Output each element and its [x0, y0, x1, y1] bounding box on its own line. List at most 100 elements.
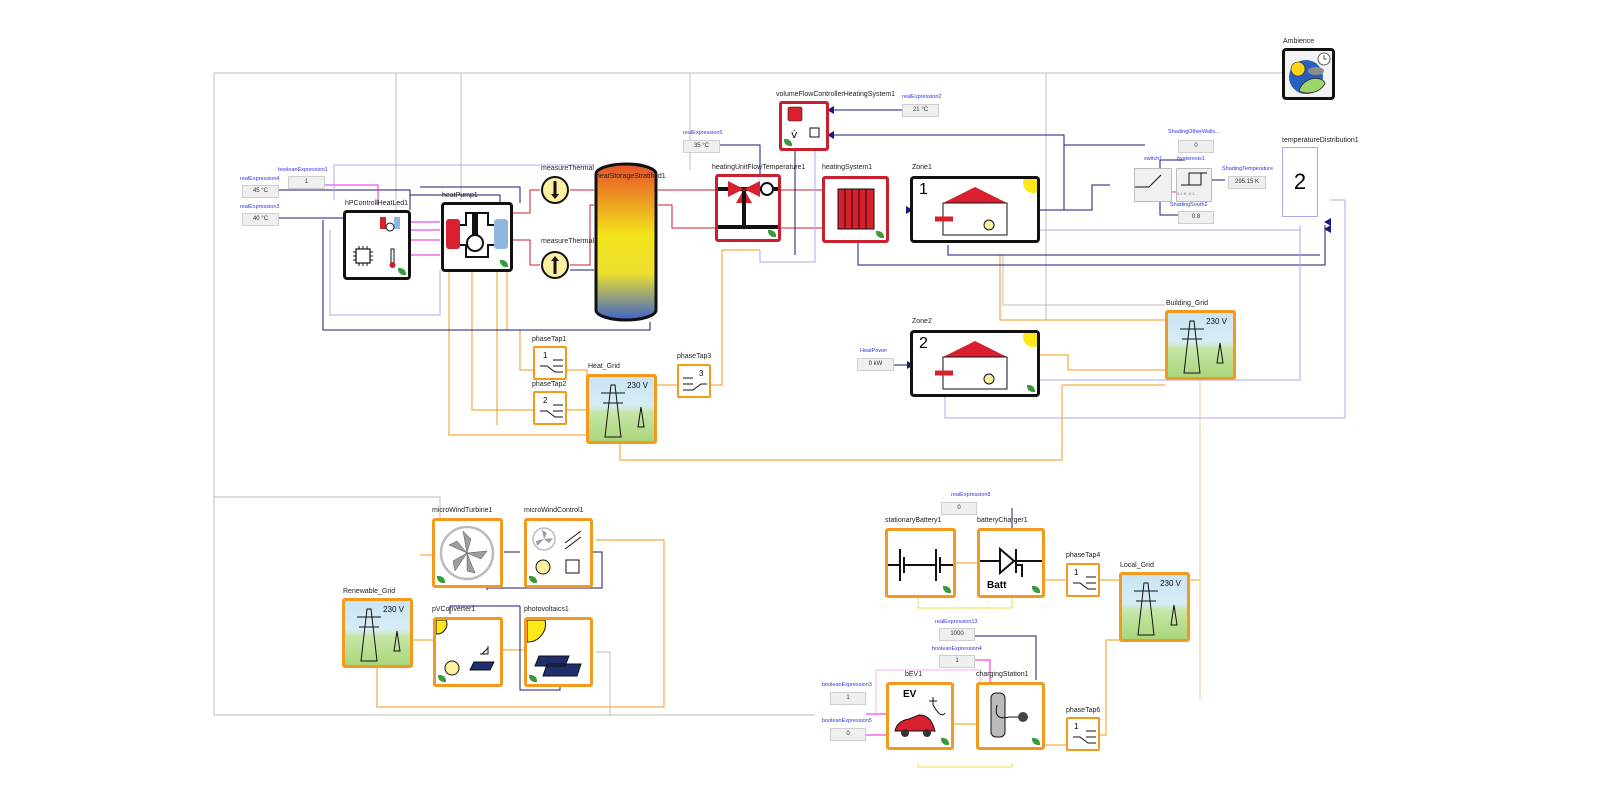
diode-icon: [980, 546, 1042, 577]
pv-converter-block[interactable]: [433, 617, 503, 687]
power-tower-icon: [357, 608, 401, 662]
measure-thermal1-block[interactable]: [540, 175, 570, 205]
renewable-grid-label: Renewable_Grid: [343, 588, 396, 595]
heat-grid-label: Heat_Grid: [588, 363, 620, 370]
temperature-distribution-block[interactable]: 2: [1282, 147, 1318, 217]
grid-landscape: [1122, 575, 1187, 639]
phase-tap-icon: [540, 359, 563, 373]
micro-wind-turbine-block[interactable]: [432, 518, 503, 588]
micro-wind-control-block[interactable]: [524, 518, 593, 588]
battery-charger-label: batteryCharger1: [977, 517, 1028, 524]
volume-flow-controller-block[interactable]: v̇: [779, 101, 829, 151]
real-expression4-value[interactable]: 45 °C: [242, 185, 279, 198]
solar-panel-icon: [527, 620, 582, 677]
real-expression3-value[interactable]: 40 °C: [242, 213, 279, 226]
ambience-label: Ambience: [1283, 38, 1315, 45]
charging-station-label: chargingStation1: [976, 671, 1029, 678]
leaf-icon: [768, 230, 776, 237]
ambience-block[interactable]: [1282, 48, 1335, 100]
measure-thermal1-label: measureThermal1: [541, 165, 598, 172]
shading-south2-value[interactable]: 0.8: [1178, 211, 1214, 224]
boolean-expression5-value[interactable]: 0: [830, 728, 866, 741]
zone2-block[interactable]: 2: [910, 330, 1040, 397]
real-expression13-value[interactable]: 1000: [939, 628, 975, 641]
yellow-lines: [917, 597, 1013, 768]
phase-tap2-block[interactable]: 2: [533, 391, 567, 425]
hp-controller-block[interactable]: [343, 210, 411, 280]
grid-landscape: [589, 377, 654, 441]
hysteresis-block[interactable]: 0.1 K -0.1...: [1176, 168, 1212, 202]
phase-number: 1: [1074, 568, 1079, 577]
real-expression5-label: realExpression5: [683, 130, 723, 136]
phase-tap4-block[interactable]: 1: [1066, 563, 1100, 597]
boolean-expression1-value[interactable]: 1: [288, 176, 325, 189]
zone2-label: Zone2: [912, 318, 932, 325]
leaf-icon: [941, 738, 949, 745]
shading-temperature-value[interactable]: 295.15 K: [1228, 176, 1266, 189]
stationary-battery-block[interactable]: [885, 528, 956, 598]
charging-station-block[interactable]: [976, 682, 1045, 750]
leaf-icon: [529, 576, 537, 583]
boolean-expression3-value[interactable]: 1: [830, 692, 866, 705]
leaf-icon: [438, 675, 446, 682]
real-expression8-value[interactable]: 0: [941, 502, 977, 515]
shading-other-walls-label: ShadingOtherWalls...: [1168, 129, 1220, 135]
phase-tap1-label: phaseTap1: [532, 336, 567, 343]
electric-car-icon: [894, 697, 946, 737]
leaf-icon: [437, 576, 445, 583]
grid-voltage: 230 V: [1160, 579, 1181, 588]
zone-number: 1: [919, 181, 928, 198]
hysteresis-label: hysteresis1: [1177, 156, 1205, 162]
zone-number: 2: [919, 335, 928, 352]
boolean-expression4-value[interactable]: 1: [939, 655, 975, 668]
local-grid-block[interactable]: 230 V: [1119, 572, 1190, 642]
hysteresis-params: 0.1 K -0.1...: [1177, 191, 1211, 196]
real-expression8-label: realExpression8: [951, 492, 991, 498]
hp-controller-label: hPControllHeatLed1: [345, 200, 409, 207]
switch-block[interactable]: [1134, 168, 1172, 202]
grid-voltage: 230 V: [383, 605, 404, 614]
heating-system-block[interactable]: [822, 176, 889, 243]
bev-block[interactable]: EV: [886, 682, 954, 750]
charging-station-icon: [990, 692, 1028, 738]
phase-tap6-block[interactable]: 1: [1066, 717, 1100, 751]
phase-number: 2: [543, 396, 548, 405]
shading-other-walls-value[interactable]: 0: [1178, 140, 1214, 153]
real-expression13-label: realExpression13: [935, 619, 978, 625]
heat-power-value[interactable]: 0 kW: [857, 358, 894, 371]
real-expression5-value[interactable]: 35 °C: [683, 140, 720, 153]
renewable-grid-block[interactable]: 230 V: [342, 598, 413, 668]
boolean-expression1-label: booleanExpression1: [278, 167, 328, 173]
heat-storage-block[interactable]: [594, 162, 658, 322]
phase-tap3-label: phaseTap3: [677, 353, 712, 360]
globe-weather-icon: [1289, 52, 1331, 94]
phase-tap-icon: [1073, 576, 1096, 590]
measure-thermal2-block[interactable]: [540, 250, 570, 280]
zone1-label: Zone1: [912, 164, 932, 171]
shading-temperature-label: ShadingTemperature: [1222, 166, 1274, 172]
pv-converter-label: pVConverter1: [432, 606, 476, 613]
power-tower-icon: [1180, 320, 1224, 374]
leaf-icon: [529, 675, 537, 682]
bus-lines: [213, 72, 1282, 716]
phase-tap1-block[interactable]: 1: [533, 346, 567, 380]
zone1-block[interactable]: 1: [910, 176, 1040, 243]
building-grid-block[interactable]: 230 V: [1165, 310, 1236, 380]
temperature-distribution-label: temperatureDistribution1: [1282, 137, 1359, 144]
leaf-icon: [500, 260, 508, 267]
heat-pump-block[interactable]: [441, 202, 513, 272]
real-expression2-label: realExpression2: [902, 94, 942, 100]
phase-number: 1: [1074, 722, 1079, 731]
power-tower-icon: [1134, 582, 1178, 636]
battery-charger-block[interactable]: Batt: [977, 528, 1045, 598]
heating-unit-flow-temperature-block[interactable]: [715, 174, 781, 242]
phase-tap3-block[interactable]: 3: [677, 364, 711, 398]
pv-converter-icon: [436, 620, 495, 676]
phase-tap-icon: [540, 404, 563, 418]
real-expression2-value[interactable]: 21 °C: [902, 104, 939, 117]
heat-grid-block[interactable]: 230 V: [586, 374, 657, 444]
thermal-lines: [512, 189, 823, 266]
controller-icon: [353, 217, 400, 268]
building-grid-label: Building_Grid: [1166, 300, 1209, 307]
photovoltaics-block[interactable]: [524, 617, 593, 687]
